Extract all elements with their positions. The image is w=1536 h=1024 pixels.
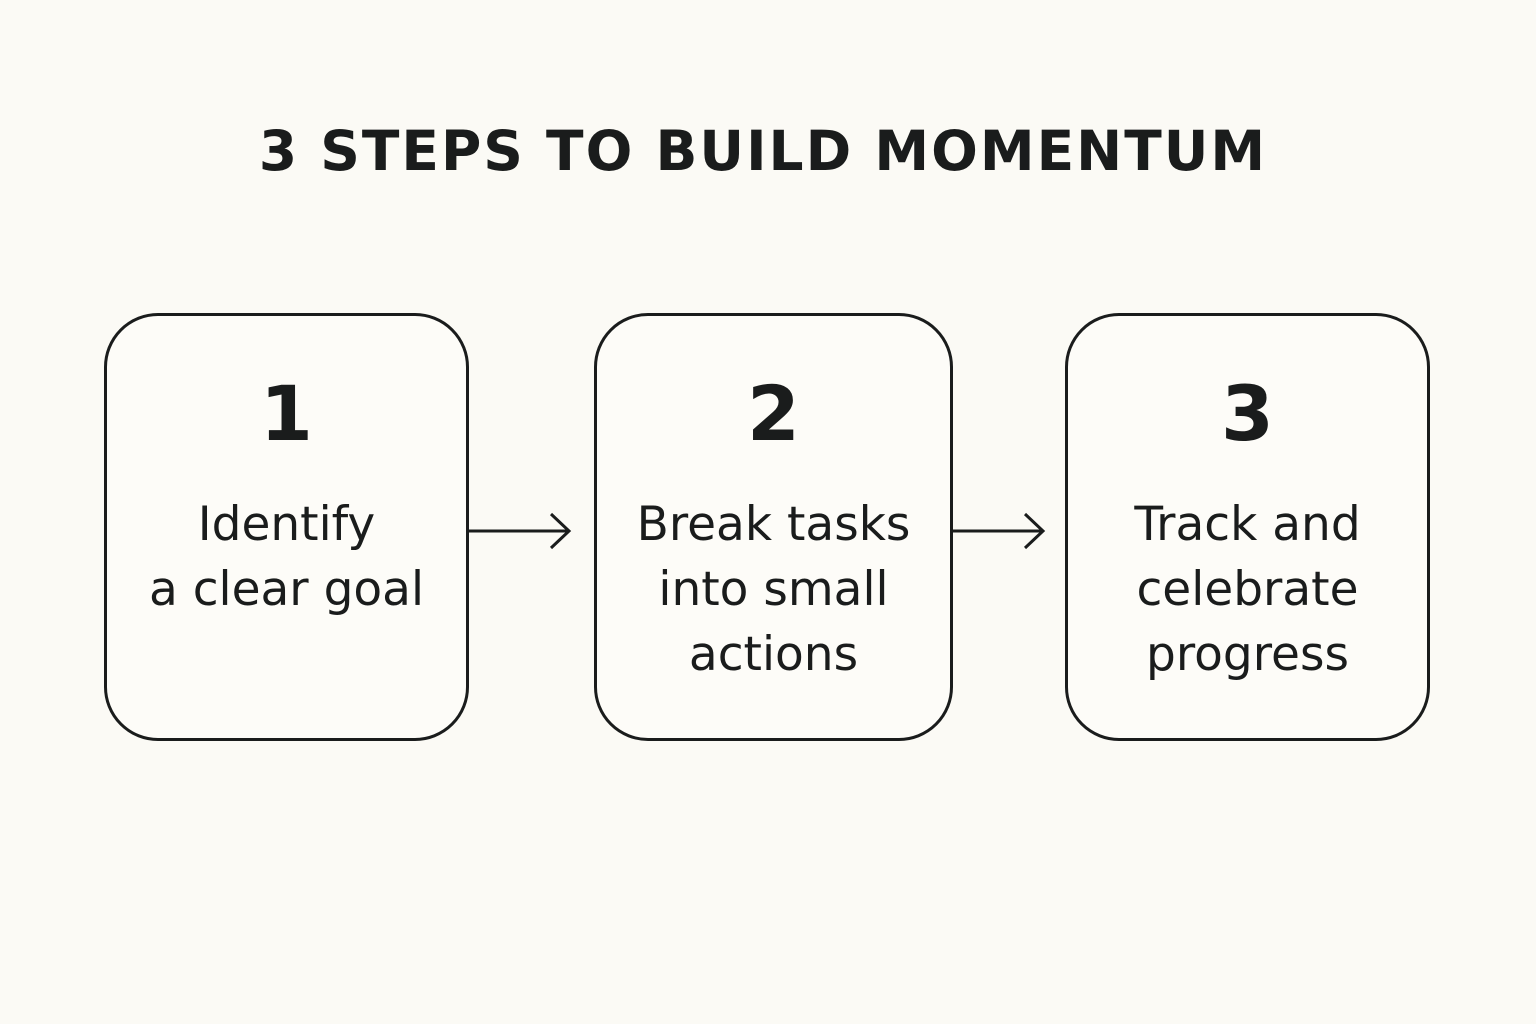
step-box-3: 3 Track and celebrate progress: [1065, 313, 1430, 741]
diagram-title: 3 STEPS TO BUILD MOMENTUM: [258, 119, 1268, 183]
step-text: Break tasks into small actions: [636, 497, 911, 682]
step-box-2: 2 Break tasks into small actions: [594, 313, 953, 741]
step-text: Identify a clear goal: [148, 497, 425, 617]
arrow-right-icon: [469, 512, 572, 550]
step-box-1: 1 Identify a clear goal: [104, 313, 469, 741]
arrow-right-icon: [953, 512, 1046, 550]
step-number: 3: [1221, 369, 1274, 458]
step-text: Track and celebrate progress: [1134, 497, 1361, 682]
step-number: 2: [747, 369, 800, 458]
step-number: 1: [260, 369, 313, 458]
